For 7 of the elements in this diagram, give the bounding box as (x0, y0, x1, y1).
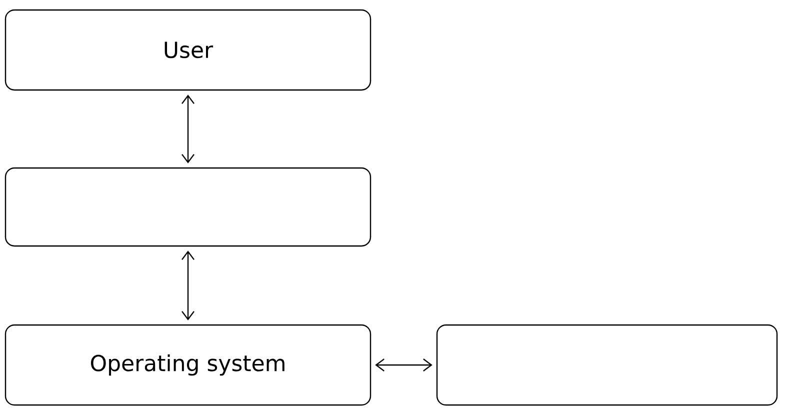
empty-box (4, 167, 372, 247)
double-arrow (182, 250, 194, 320)
process-box: User (4, 9, 372, 91)
double-arrow (182, 94, 194, 164)
empty-box (436, 324, 778, 406)
double-arrow (375, 358, 432, 372)
process-box: Operating system (4, 324, 372, 406)
